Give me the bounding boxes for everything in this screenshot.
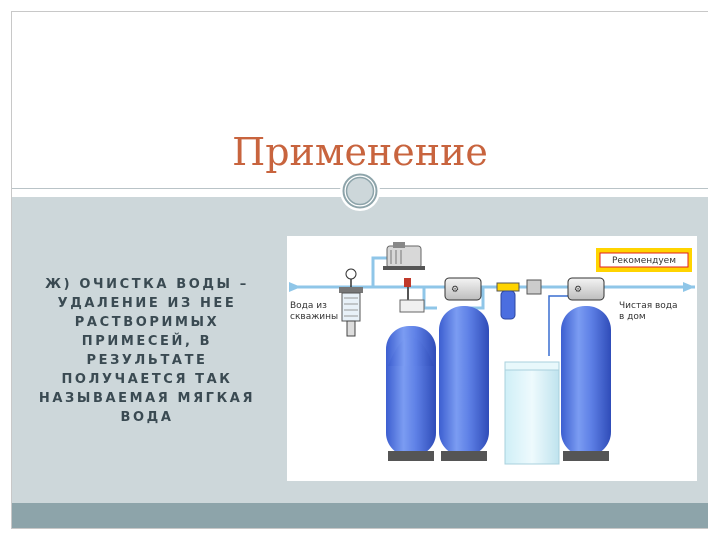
- aeration-tank: [386, 299, 436, 461]
- brine-line: [548, 295, 568, 356]
- footer-bar: [12, 503, 708, 528]
- brine-tank: [504, 361, 560, 465]
- inlet-label-line1: Вода из: [290, 301, 327, 311]
- valve-icon: [404, 278, 411, 300]
- bypass-pipe-1: [422, 287, 437, 310]
- softener-tank: ⚙: [561, 277, 611, 461]
- title-area: Применение: [12, 12, 708, 197]
- cartridge-filter-icon: [496, 279, 542, 320]
- inlet-label-line2: скважины: [290, 312, 338, 322]
- badge-label: Рекомендуем: [612, 256, 676, 266]
- outlet-arrow-icon: [683, 282, 695, 292]
- circle-ornament-icon: [340, 171, 380, 211]
- outlet-label-line2: в дом: [619, 312, 646, 322]
- pump-icon: [383, 242, 425, 270]
- filter-tank: ⚙: [439, 277, 489, 461]
- slide-title: Применение: [232, 130, 488, 174]
- svg-text:⚙: ⚙: [574, 285, 582, 295]
- inlet-arrow-icon: [289, 282, 301, 292]
- outlet-label-line1: Чистая вода: [619, 301, 678, 311]
- pump-pipe: [371, 256, 387, 287]
- slide-body-text: Ж) ОЧИСТКА ВОДЫ – УДАЛЕНИЕ ИЗ НЕЕ РАСТВО…: [38, 277, 256, 425]
- water-treatment-diagram: ⚙ ⚙ Вода из скважины Чистая вода в дом: [287, 236, 697, 481]
- svg-text:⚙: ⚙: [451, 285, 459, 295]
- recommendation-badge: Рекомендуем: [596, 248, 692, 272]
- pre-filter-icon: [339, 268, 363, 337]
